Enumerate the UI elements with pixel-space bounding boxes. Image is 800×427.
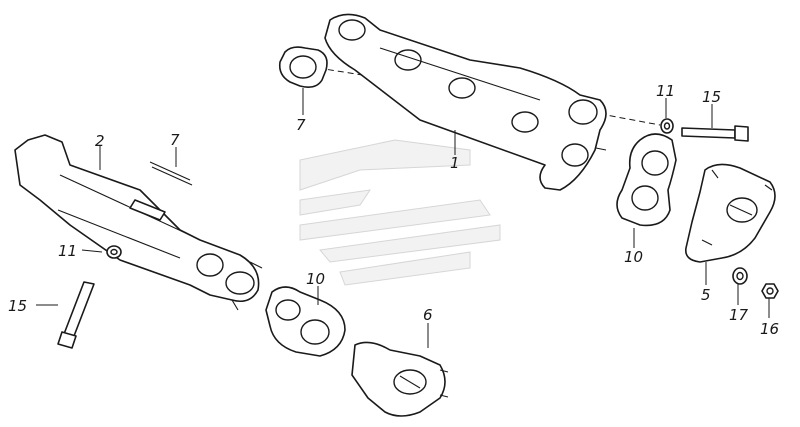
washer-part-17 (732, 267, 748, 285)
washer-part-11-right (660, 118, 674, 134)
leader-part-11-left (81, 249, 103, 253)
nut-part-16 (761, 283, 779, 299)
watermark-logo (299, 139, 501, 286)
flange-connector-part-6 (351, 341, 449, 417)
callout-7-left: 7 (170, 131, 180, 149)
washer-part-11-left (106, 245, 122, 259)
callout-10-right: 10 (624, 248, 643, 266)
callout-5: 5 (701, 286, 711, 304)
flange-connector-part-5 (684, 163, 776, 263)
assembly-line-gasket-to-manifold (317, 67, 471, 93)
callout-7-upper: 7 (296, 116, 306, 134)
exhaust-manifold-part-1 (324, 13, 607, 191)
exhaust-manifold-part-2 (14, 134, 263, 311)
callout-1: 1 (450, 154, 460, 172)
pipe-part-7-left (149, 161, 193, 186)
gasket-part-10-lower (265, 286, 346, 357)
callout-11-left: 11 (58, 242, 77, 260)
callout-2: 2 (95, 132, 105, 150)
bolt-part-15-right (681, 125, 749, 142)
callout-10-lower: 10 (306, 270, 325, 288)
callout-6: 6 (423, 306, 433, 324)
callout-15-right: 15 (702, 88, 721, 106)
gasket-part-7-upper (278, 46, 328, 88)
bolt-part-15-left (57, 281, 95, 349)
callout-17: 17 (729, 306, 749, 324)
gasket-part-10-right (616, 133, 677, 227)
callout-15-left: 15 (8, 297, 27, 315)
callout-16: 16 (760, 320, 779, 338)
callout-11-right: 11 (656, 82, 675, 100)
